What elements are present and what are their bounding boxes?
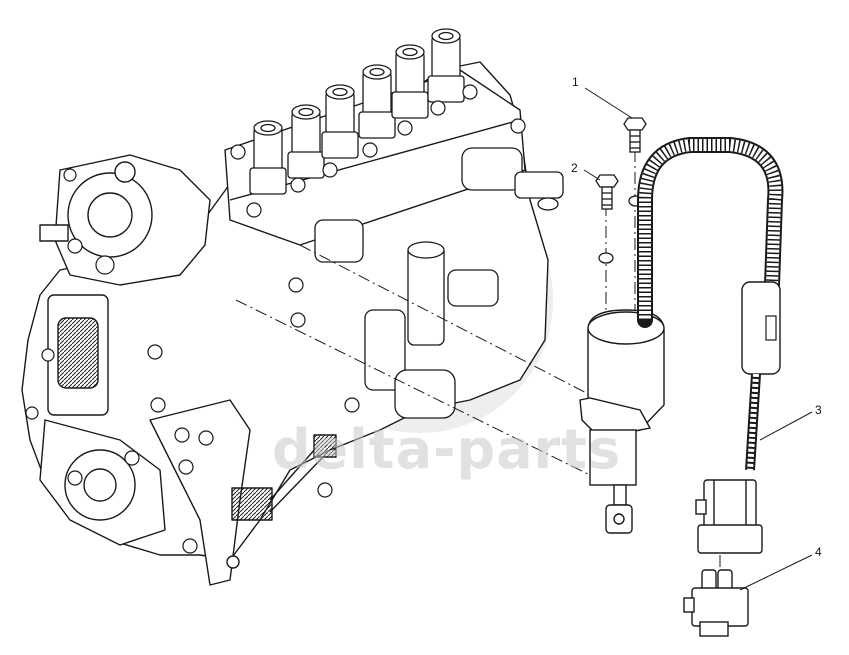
callout-2: 2 — [571, 161, 578, 175]
return-spring — [231, 434, 337, 521]
delivery-valves — [249, 28, 465, 195]
leader-lines — [583, 87, 813, 591]
injection-pump — [21, 61, 549, 586]
watermark-text: delta-parts — [272, 418, 622, 481]
wiring-harness — [637, 137, 784, 471]
stop-solenoid — [579, 309, 665, 534]
callout-1: 1 — [572, 75, 579, 89]
assembly-lines — [235, 150, 721, 575]
mating-connector — [683, 569, 749, 637]
bolt-2 — [595, 174, 619, 210]
banjo-fittings — [314, 147, 564, 419]
pump-bolts — [25, 84, 526, 554]
harness-connector — [695, 479, 763, 554]
callout-4: 4 — [815, 545, 822, 559]
bolt-1 — [623, 117, 647, 153]
callout-3: 3 — [815, 403, 822, 417]
washer-2 — [598, 252, 614, 264]
